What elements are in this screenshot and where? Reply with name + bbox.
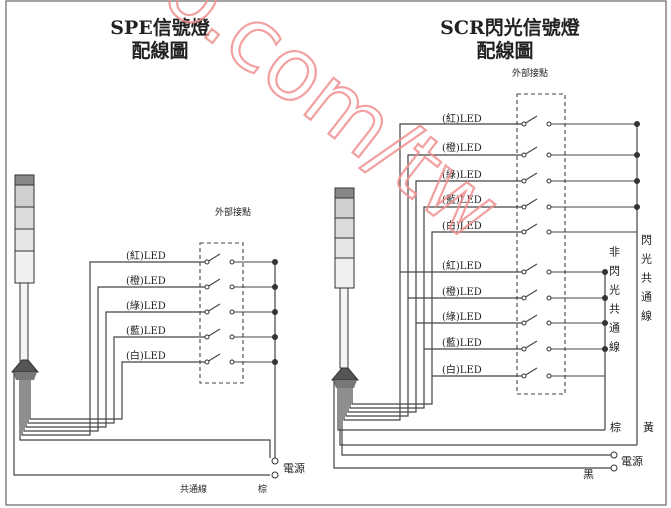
right-junction-dots (602, 121, 640, 352)
left-ext-contact-label: 外部接點 (215, 206, 251, 218)
right-led-bottom-4: (藍)LED (442, 336, 482, 349)
right-power-terminal-top (610, 451, 618, 459)
frame-border (5, 0, 667, 506)
left-led-label-4: (藍)LED (126, 324, 166, 337)
left-brown-wire (13, 372, 270, 476)
right-wire-bottom-taps (400, 271, 524, 377)
left-title-line2: 配線圖 (131, 39, 188, 62)
left-wire-5 (29, 361, 207, 420)
right-led-top-3: (綠)LED (442, 169, 482, 181)
right-power-wire-2 (333, 380, 612, 469)
right-led-top-1: (紅)LED (442, 113, 482, 125)
left-power-terminal-top (271, 457, 279, 465)
right-diagram: SCR閃光信號燈 配線圖 外部接點 (330, 16, 654, 481)
left-signal-tower-icon (10, 174, 40, 380)
left-common-wire (19, 380, 271, 458)
right-power-terminal-bottom (610, 464, 618, 472)
right-power-label: 電源 (621, 454, 643, 468)
right-title-line2: 配線圖 (476, 39, 533, 62)
right-nonflash-common-wire (337, 388, 605, 431)
left-title-line1: SPE信號燈 (110, 16, 210, 39)
right-switches (521, 115, 637, 379)
left-led-label-1: (紅)LED (126, 250, 166, 262)
right-wire-top-3 (347, 180, 524, 413)
left-contact-box (199, 242, 244, 384)
left-common-label: 共通線 (180, 483, 207, 495)
left-wire-3 (25, 311, 207, 428)
left-power-terminal-bottom (271, 471, 279, 479)
right-led-top-5: (白)LED (442, 219, 482, 232)
right-wire-top-2 (345, 154, 524, 417)
left-led-label-2: (橙)LED (126, 274, 166, 287)
right-led-bottom-1: (紅)LED (442, 260, 482, 272)
right-led-top-2: (橙)LED (442, 141, 482, 154)
right-brown-label: 棕 (610, 420, 621, 434)
right-led-bottom-2: (橙)LED (442, 285, 482, 298)
left-wire-4 (27, 336, 207, 424)
left-brown-label: 棕 (258, 483, 267, 495)
right-flash-common-wire (339, 388, 637, 446)
left-junction-dots (272, 259, 278, 365)
left-diagram: SPE信號燈 配線圖 外部接點 (10, 16, 305, 495)
right-led-bottom-5: (白)LED (442, 363, 482, 376)
left-led-label-3: (綠)LED (126, 300, 166, 312)
right-contact-box (516, 93, 566, 395)
right-flash-common-label: 閃光共通線 (640, 234, 653, 329)
right-signal-tower-icon (330, 187, 360, 388)
right-wire-top-5 (351, 231, 524, 405)
right-led-top-4: (藍)LED (442, 193, 482, 206)
right-led-bottom-3: (綠)LED (442, 311, 482, 323)
right-ext-contact-label: 外部接點 (512, 67, 548, 79)
left-led-label-5: (白)LED (126, 349, 166, 362)
right-wire-top-4 (349, 206, 524, 409)
right-yellow-label: 黃 (643, 421, 654, 434)
right-black-label: 黑 (583, 468, 594, 481)
right-nonflash-common-label: 非閃光共通線 (608, 246, 621, 360)
watermark: to.com/tw (118, 0, 518, 260)
right-title-line1: SCR閃光信號燈 (440, 16, 581, 39)
left-power-label: 電源 (283, 461, 305, 475)
right-power-wire-1 (341, 388, 612, 456)
left-wire-1 (21, 261, 207, 436)
right-wire-top-1 (343, 123, 524, 421)
left-wire-2 (23, 286, 207, 432)
left-switches (204, 253, 275, 365)
